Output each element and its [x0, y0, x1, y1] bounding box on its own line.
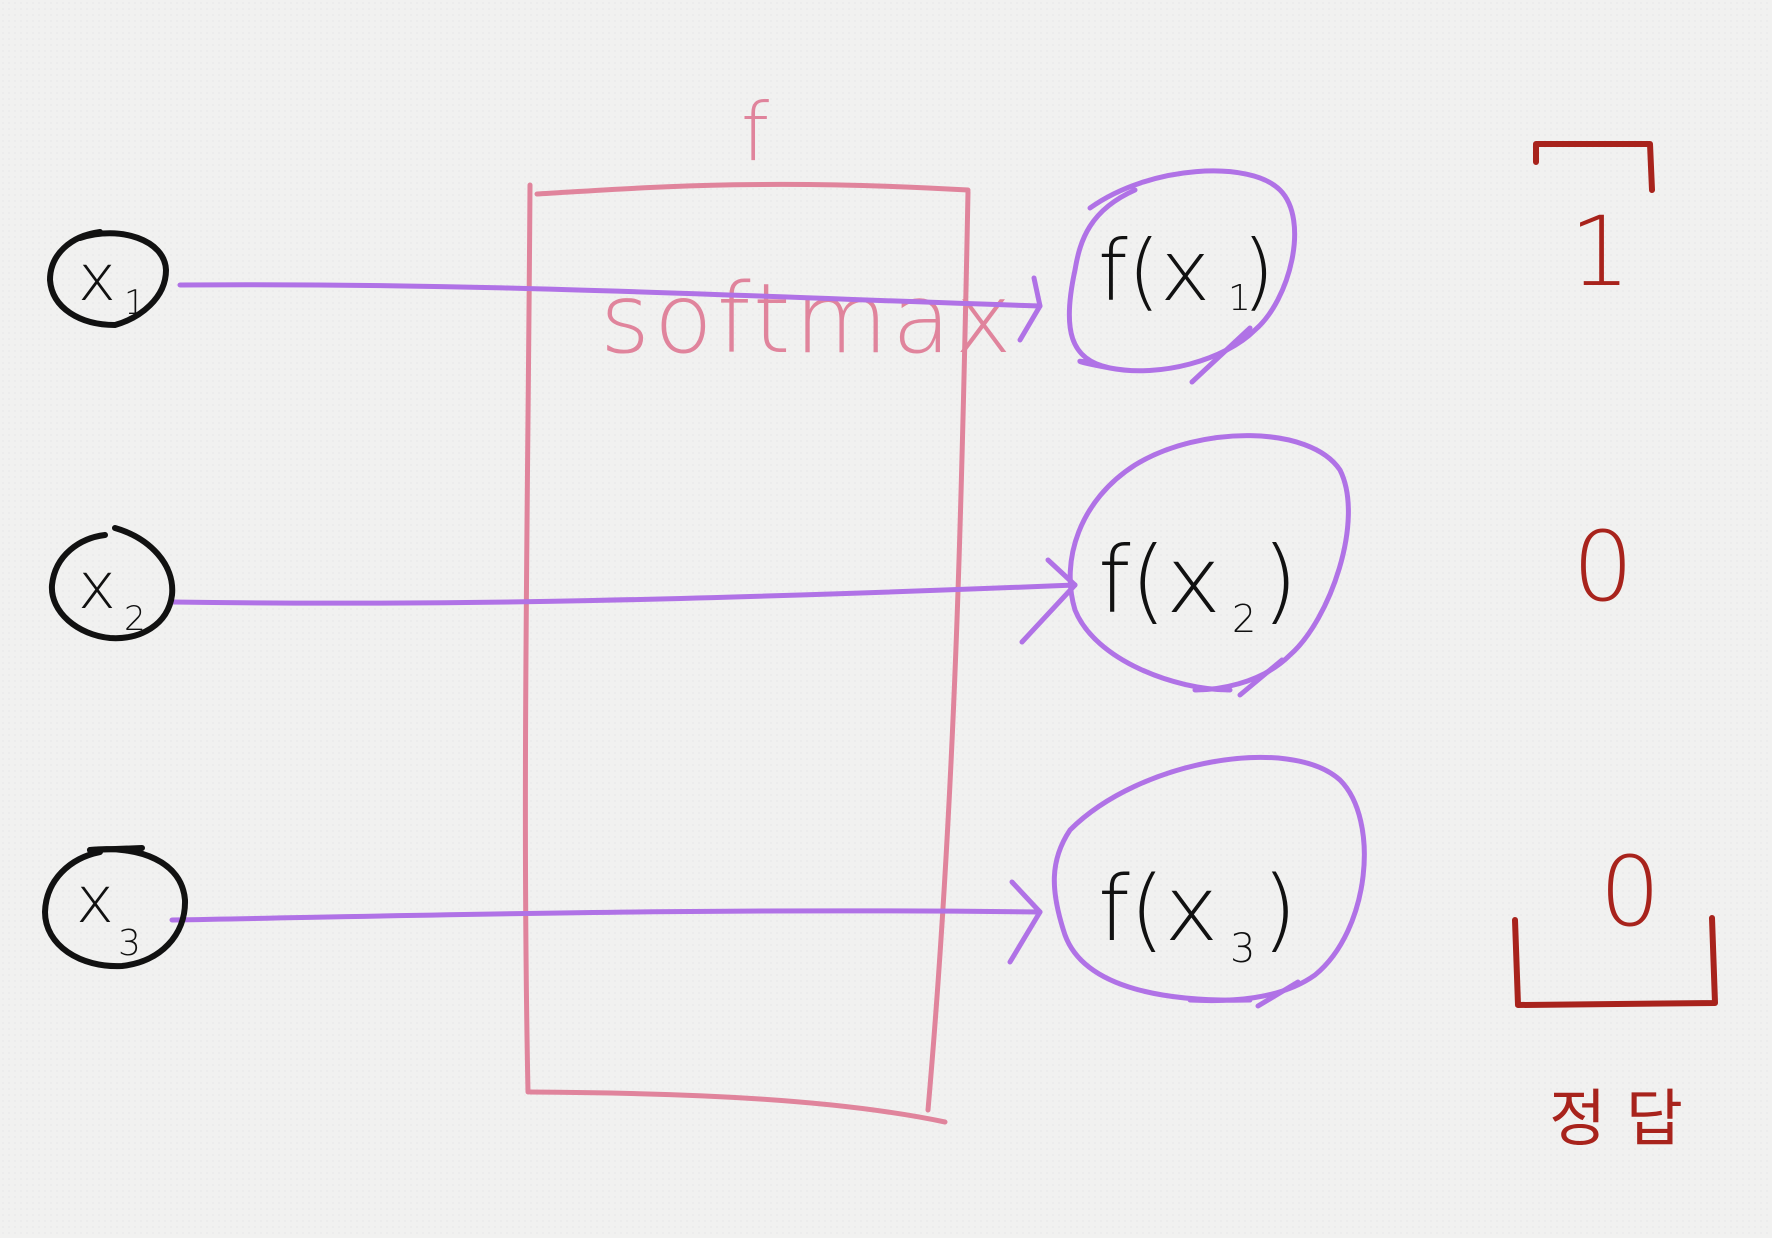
svg-text:3: 3 [1230, 926, 1255, 972]
answer-value-2: 0 [1572, 511, 1633, 623]
input-node-1: x 1 [47, 229, 169, 328]
output-node-2: f(x 2 ) [1067, 433, 1351, 698]
input-node-3: x 3 [42, 845, 189, 970]
answer-value-1: 1 [1569, 196, 1630, 308]
answer-vector: 1 0 0 정 답 [1512, 141, 1718, 1155]
output-node-3: f(x 3 ) [1051, 754, 1367, 1009]
svg-text:1: 1 [1228, 278, 1251, 319]
output-label-3: f(x 3 ) [1098, 857, 1297, 972]
svg-text:2: 2 [1232, 597, 1256, 641]
svg-text:): ) [1262, 527, 1298, 634]
softmax-label: softmax [600, 263, 1016, 375]
input-sub-2: 2 [124, 599, 146, 639]
function-label: f [741, 86, 769, 179]
answer-label: 정 답 [1549, 1082, 1683, 1155]
svg-text:): ) [1262, 857, 1297, 962]
input-node-2: x 2 [48, 525, 176, 642]
svg-text:): ) [1242, 222, 1275, 320]
arrow-2 [169, 557, 1078, 645]
input-label-2: x [78, 550, 116, 624]
svg-text:f(x: f(x [1098, 527, 1221, 634]
svg-text:f(x: f(x [1098, 222, 1210, 320]
arrows [169, 275, 1078, 965]
input-sub-3: 3 [118, 923, 141, 964]
svg-text:f(x: f(x [1098, 857, 1218, 962]
answer-value-3: 0 [1599, 836, 1660, 948]
softmax-box: f softmax [522, 86, 1016, 1125]
input-sub-1: 1 [124, 283, 146, 323]
input-label-3: x [76, 864, 114, 938]
output-label-2: f(x 2 ) [1098, 527, 1298, 641]
output-label-1: f(x 1 ) [1098, 222, 1275, 320]
input-label-1: x [78, 242, 116, 316]
arrow-3 [169, 879, 1043, 965]
arrow-1 [177, 275, 1043, 343]
output-node-1: f(x 1 ) [1066, 168, 1298, 385]
